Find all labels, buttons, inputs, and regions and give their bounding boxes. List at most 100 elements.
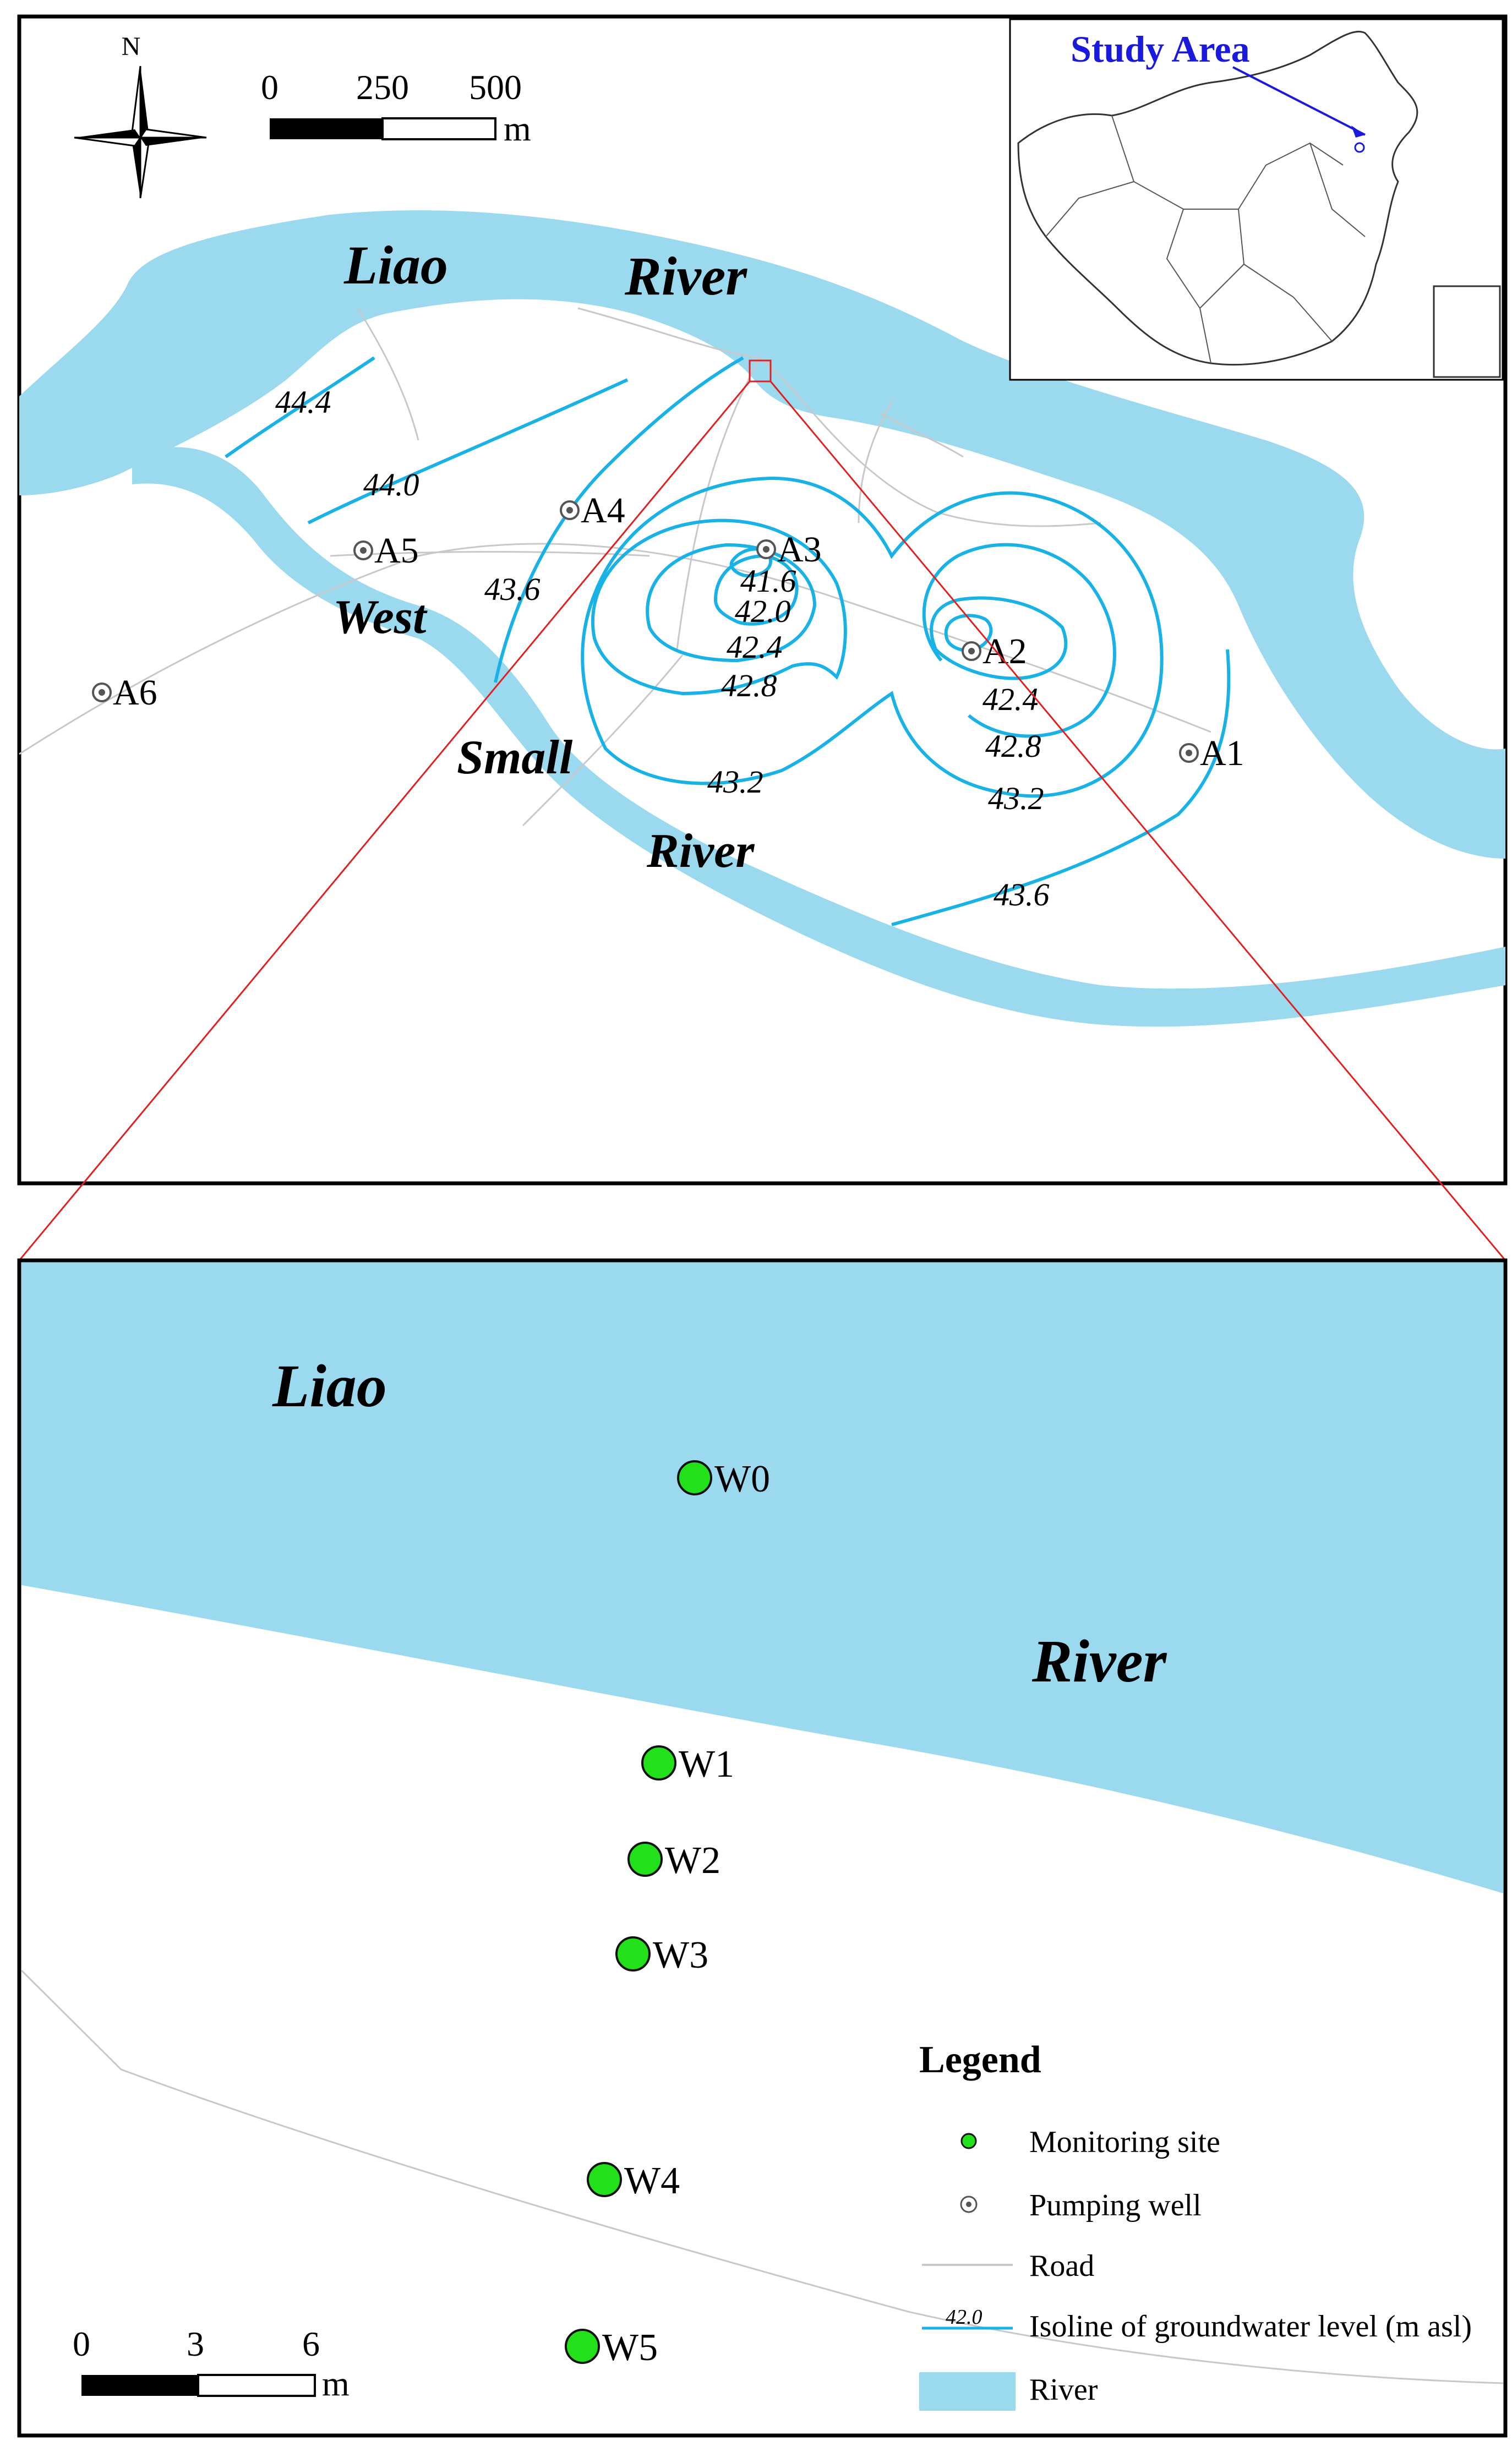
pumping-well-a5: A5 <box>353 531 419 571</box>
scale-tick: 3 <box>187 2324 204 2363</box>
scale-tick: 0 <box>73 2324 90 2363</box>
site-label: W1 <box>679 1743 734 1785</box>
isoline-label: 41.6 <box>740 563 796 599</box>
site-label: W2 <box>665 1839 720 1882</box>
pumping-well-a4: A4 <box>560 490 625 531</box>
scale-unit: m <box>322 2364 350 2403</box>
legend-item-monitoring-site: Monitoring site <box>960 2125 1220 2159</box>
pumping-wells: A1 A2 A3 A4 A5 <box>92 490 1244 773</box>
isoline-label: 44.0 <box>363 467 419 503</box>
inset-frame <box>1009 18 1504 381</box>
site-label: W5 <box>602 2327 658 2369</box>
monitoring-site-w2: W2 <box>627 1839 720 1882</box>
well-label: A3 <box>777 529 822 570</box>
scale-bar-top: 0 250 500 m <box>261 68 531 148</box>
well-label: A5 <box>374 531 419 571</box>
isoline-44-0 <box>307 378 629 525</box>
study-area-pointer <box>1232 66 1366 136</box>
scale-bar-bottom: 0 3 6 m <box>73 2324 350 2403</box>
zoom-connector-lines <box>18 381 1506 1261</box>
liao-river-area <box>19 210 1505 859</box>
groundwater-isolines <box>225 356 1231 926</box>
isoline-label: 42.8 <box>985 728 1041 764</box>
monitoring-site-w1: W1 <box>641 1743 734 1785</box>
monitoring-site-w5: W5 <box>565 2327 658 2369</box>
monitoring-site-w3: W3 <box>615 1934 708 1976</box>
scale-tick: 6 <box>302 2324 320 2363</box>
well-label: A1 <box>1200 733 1244 773</box>
scale-unit: m <box>504 109 531 148</box>
legend-title: Legend <box>919 2039 1041 2081</box>
isoline-43-2 <box>581 477 1164 798</box>
liao-river-detail-area <box>21 1263 1503 1893</box>
legend-label: Road <box>1029 2249 1094 2283</box>
isoline-44-4 <box>225 356 375 458</box>
isoline-42-8-a3 <box>591 518 847 696</box>
pumping-well-a2: A2 <box>962 631 1027 671</box>
isoline-42-4-a2 <box>930 596 1068 680</box>
pumping-well-a3: A3 <box>756 529 822 570</box>
isoline-42-0-a2 <box>944 614 993 652</box>
scale-tick: 500 <box>469 68 522 107</box>
isoline-label: 42.4 <box>727 629 783 665</box>
legend: Legend Monitoring site Pumping well Road… <box>919 2039 1472 2411</box>
isoline-42-8-a2 <box>922 543 1116 738</box>
river-label-river: River <box>624 245 747 307</box>
pumping-well-a6: A6 <box>92 673 157 713</box>
isoline-labels: 44.4 44.0 43.6 41.6 42.0 42.4 42.8 43.2 … <box>275 384 1050 913</box>
north-label: N <box>122 32 141 61</box>
isoline-41-6-a3 <box>729 547 773 578</box>
legend-item-isoline: 42.0 Isoline of groundwater level (m asl… <box>922 2306 1472 2344</box>
monitoring-site-w0: W0 <box>677 1458 770 1500</box>
pointer-arrow-icon <box>1351 125 1365 138</box>
isoline-label: 43.2 <box>988 780 1044 816</box>
isoline-label: 43.2 <box>707 764 763 800</box>
site-label: W0 <box>714 1458 770 1500</box>
legend-item-pumping-well: Pumping well <box>960 2188 1202 2222</box>
isoline-label: 42.0 <box>735 593 791 629</box>
isoline-label: 42.8 <box>721 668 777 703</box>
well-label: A2 <box>982 631 1027 671</box>
study-area-label: Study Area <box>1071 28 1250 70</box>
isoline-42-0-a3 <box>713 554 799 626</box>
river-label-liao-detail: Liao <box>272 1352 387 1419</box>
river-label-river-2: River <box>646 824 755 878</box>
china-outline <box>1017 30 1418 366</box>
isoline-label: 43.6 <box>994 877 1050 913</box>
province-borders <box>1045 115 1366 364</box>
river-label-west: West <box>333 591 428 644</box>
zoom-extent-box <box>749 359 772 383</box>
monitoring-sites: W0 W1 W2 W3 W4 W5 <box>565 1458 770 2369</box>
isoline-label: 43.6 <box>484 571 541 607</box>
monitoring-site-icon <box>960 2133 977 2149</box>
isoline-label: 42.4 <box>982 681 1039 717</box>
isoline-43-6-west <box>494 356 744 683</box>
monitoring-site-w4: W4 <box>587 2160 680 2202</box>
legend-item-river: River <box>919 2372 1098 2411</box>
site-label: W3 <box>653 1934 708 1976</box>
south-china-sea-box <box>1433 285 1501 378</box>
river-label-small: Small <box>457 731 573 784</box>
legend-label: Monitoring site <box>1029 2125 1220 2159</box>
west-small-river-area <box>132 447 1505 1027</box>
isoline-sample-value: 42.0 <box>946 2306 982 2329</box>
legend-label: Pumping well <box>1029 2188 1202 2222</box>
site-label: W4 <box>624 2160 680 2202</box>
north-arrow-icon: N <box>74 32 207 199</box>
well-label: A4 <box>581 490 625 531</box>
bottom-map: W0 W1 W2 W3 W4 W5 Liao <box>17 1258 1508 2438</box>
river-label-liao: Liao <box>343 234 448 296</box>
china-inset-map: Study Area <box>1009 18 1504 381</box>
roads-bottom <box>20 1969 1504 2384</box>
isoline-43-6-south <box>891 649 1231 926</box>
top-map: 44.4 44.0 43.6 41.6 42.0 42.4 42.8 43.2 … <box>17 14 1508 1186</box>
scale-tick: 0 <box>261 68 279 107</box>
river-label-river-detail: River <box>1031 1628 1167 1695</box>
legend-label: River <box>1029 2373 1098 2407</box>
scale-tick: 250 <box>356 68 409 107</box>
legend-item-road: Road <box>922 2249 1094 2283</box>
isoline-label: 44.4 <box>275 384 331 420</box>
pumping-well-a1: A1 <box>1179 733 1244 773</box>
isoline-42-4-a3 <box>646 543 817 663</box>
